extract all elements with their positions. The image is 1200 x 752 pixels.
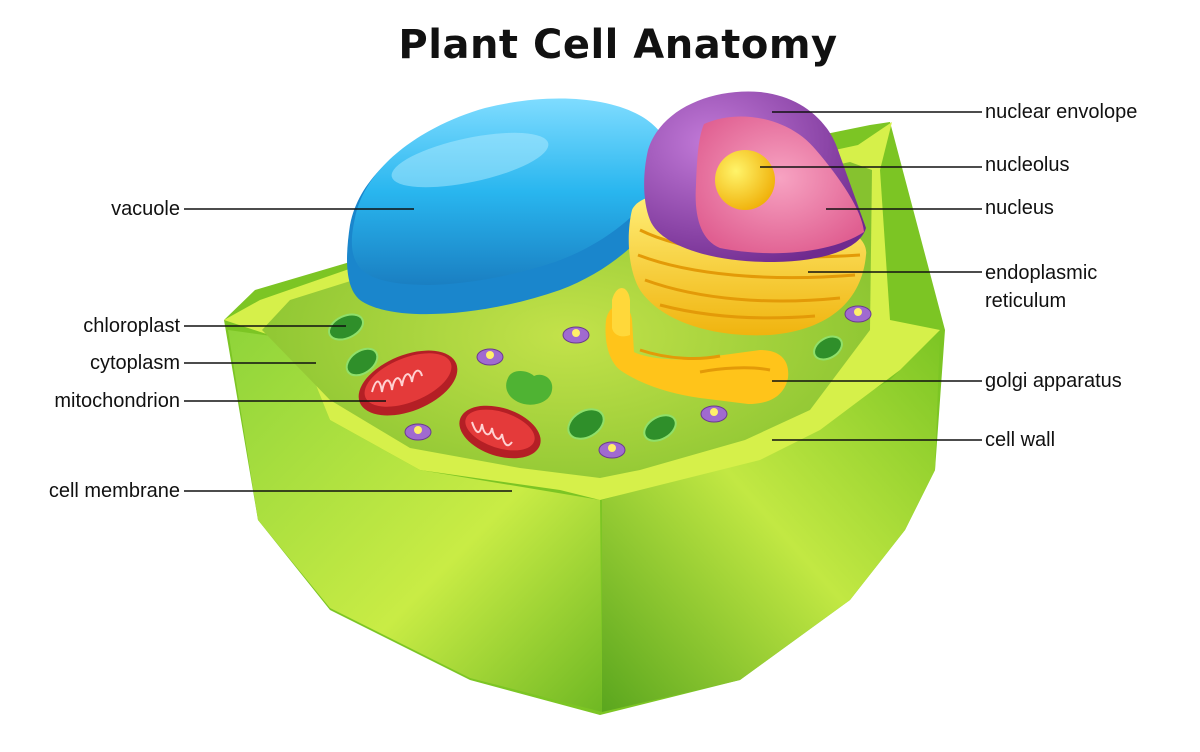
label-chloroplast: chloroplast [83, 315, 180, 337]
label-mitochondrion: mitochondrion [54, 390, 180, 412]
label-nuclear-envelope: nuclear envolope [985, 101, 1138, 123]
label-cell-membrane: cell membrane [48, 480, 180, 502]
label-endoplasmic: endoplasmic [985, 262, 1098, 284]
leader-lines [184, 111, 982, 492]
nucleolus-shape [715, 150, 775, 210]
label-reticulum: reticulum [985, 290, 1067, 312]
label-nucleus: nucleus [985, 197, 1054, 219]
vacuole-shape [347, 98, 674, 315]
chloroplast-shape [328, 313, 843, 442]
label-nucleolus: nucleolus [985, 154, 1070, 176]
label-vacuole: vacuole [111, 198, 180, 220]
diagram-title: Plant Cell Anatomy [398, 22, 838, 68]
nucleus-shape [644, 91, 866, 262]
golgi-apparatus-shape [605, 288, 789, 404]
label-golgi-apparatus: golgi apparatus [985, 370, 1122, 392]
label-cytoplasm: cytoplasm [89, 352, 180, 374]
label-cell-wall: cell wall [985, 429, 1056, 451]
mitochondrion-shape [358, 350, 458, 416]
mitochondrion-shape-2 [459, 405, 541, 459]
